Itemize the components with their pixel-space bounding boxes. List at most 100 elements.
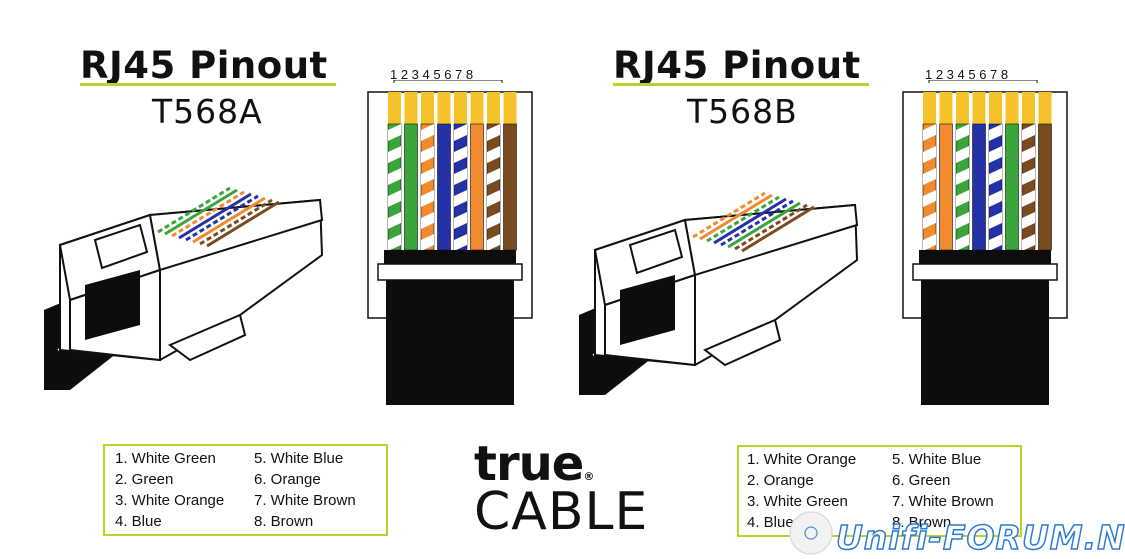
wire-stripe: [989, 146, 1002, 163]
gold-contact: [1005, 92, 1019, 124]
legend-item: 1. White Green: [115, 450, 216, 467]
legend-item: 5. White Blue: [892, 451, 982, 468]
legend-item: 8. Brown: [254, 513, 314, 530]
wire-stripe: [421, 190, 434, 207]
wire-stripe: [923, 146, 936, 163]
wire-stripe: [454, 124, 467, 141]
wire-pin-1: [387, 123, 402, 251]
wire-stripe: [1022, 234, 1035, 251]
wire-stripe: [421, 212, 434, 229]
wire-stripe: [421, 234, 434, 251]
wire-stripe: [487, 146, 500, 163]
gold-contact: [388, 92, 401, 124]
wire-pin-7: [486, 123, 501, 251]
gold-contact: [470, 92, 484, 124]
wire-stripe: [956, 124, 969, 141]
legend-item: 7. White Brown: [254, 492, 356, 509]
gold-contact: [939, 92, 953, 124]
wire-pin-2: [939, 123, 953, 251]
wire-stripe: [454, 234, 467, 251]
wire-pin-5: [988, 123, 1003, 251]
wire-stripe: [487, 190, 500, 207]
wire-stripe: [388, 212, 401, 229]
wire-stripe: [454, 168, 467, 185]
wires-left: [387, 123, 517, 251]
wire-stripe: [923, 212, 936, 229]
wire-stripe: [956, 146, 969, 163]
legend-item: 3. White Green: [747, 493, 848, 510]
wires-right: [922, 123, 1052, 251]
wire-stripe: [388, 146, 401, 163]
legend-item: 8. Brown: [892, 514, 952, 531]
gold-contact: [421, 92, 434, 124]
legend-item: 3. White Orange: [115, 492, 225, 509]
wire-stripe: [989, 124, 1002, 141]
wire-pin-8: [503, 123, 517, 251]
gold-contact: [503, 92, 517, 124]
wire-pin-6: [1005, 123, 1019, 251]
wire-pin-5: [453, 123, 468, 251]
gold-contact: [1022, 92, 1035, 124]
wire-stripe: [923, 124, 936, 141]
wire-stripe: [487, 168, 500, 185]
plug-front-left: [367, 80, 533, 405]
legend-item: 2. Green: [115, 471, 174, 488]
wire-pin-7: [1021, 123, 1036, 251]
wire-stripe: [388, 124, 401, 141]
wire-pin-3: [955, 123, 970, 251]
title-underline-right: [613, 83, 869, 86]
wire-pin-3: [420, 123, 435, 251]
watermark-text: Unifi-FORUM.NL: [835, 517, 1125, 558]
legend-item: 7. White Brown: [892, 493, 994, 510]
registered-mark: ®: [583, 470, 594, 483]
wire-stripe: [1022, 190, 1035, 207]
gold-contact: [1038, 92, 1052, 124]
gold-contact: [923, 92, 936, 124]
wire-stripe: [956, 168, 969, 185]
wire-stripe: [923, 234, 936, 251]
unifi-logo-icon: [789, 511, 833, 555]
contacts-right: [923, 92, 1052, 124]
plug-perspective-drawing: [579, 191, 859, 395]
legend-item: 6. Orange: [254, 471, 321, 488]
title-underline-left: [80, 83, 336, 86]
wire-pin-4: [437, 123, 451, 251]
legend-left: 1. White Green 2. Green 3. White Orange …: [103, 444, 388, 536]
legend-item: 4. Blue: [115, 513, 162, 530]
wire-stripe: [956, 190, 969, 207]
gold-contact: [454, 92, 467, 124]
title-right: RJ45 Pinout: [613, 44, 861, 87]
wire-stripe: [989, 212, 1002, 229]
pin-numbers-right: 1 2 3 4 5 6 7 8: [925, 67, 1009, 82]
gold-contact: [989, 92, 1002, 124]
gold-contact: [972, 92, 986, 124]
legend-item: 5. White Blue: [254, 450, 344, 467]
pin-numbers-left: 1 2 3 4 5 6 7 8: [390, 67, 474, 82]
wire-stripe: [454, 190, 467, 207]
wire-stripe: [388, 190, 401, 207]
wire-stripe: [388, 234, 401, 251]
wire-stripe: [421, 168, 434, 185]
wire-pin-6: [470, 123, 484, 251]
wire-pin-2: [404, 123, 418, 251]
standard-label-left: T568A: [152, 92, 263, 131]
gold-contact: [487, 92, 500, 124]
gold-contact: [404, 92, 418, 124]
brand-line1: true: [474, 436, 584, 492]
legend-right: 1. White Orange 2. Orange 3. White Green…: [737, 445, 1022, 537]
wire-stripe: [923, 190, 936, 207]
wire-pin-4: [972, 123, 986, 251]
plug-front-right: [902, 80, 1068, 405]
wire-stripe: [956, 234, 969, 251]
wire-pin-1: [922, 123, 937, 251]
legend-item: 2. Orange: [747, 472, 814, 489]
contacts-left: [388, 92, 517, 124]
wire-stripe: [956, 212, 969, 229]
wire-stripe: [989, 234, 1002, 251]
plug-perspective-left: [44, 186, 324, 390]
wire-stripe: [989, 168, 1002, 185]
plug-perspective-right: [579, 191, 859, 395]
gold-contact: [956, 92, 969, 124]
wire-stripe: [454, 212, 467, 229]
brand-true: true®: [474, 436, 594, 492]
